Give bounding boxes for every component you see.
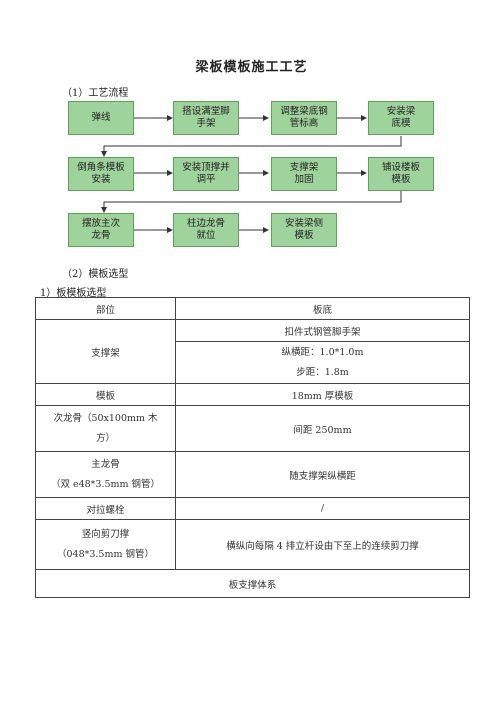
flowchart-connectors — [101, 115, 402, 233]
table-row: 部位 板底 — [35, 297, 470, 320]
connector — [101, 191, 402, 213]
header-cell: 部位 — [35, 297, 176, 320]
row-label: 竖向剪刀撑 （048*3.5mm 钢管） — [35, 519, 176, 570]
flow-step: 调整梁底钢 管标高 — [271, 101, 337, 135]
row-label: 主龙骨 （双 e48*3.5mm 钢管） — [35, 451, 176, 498]
table-row: 竖向剪刀撑 （048*3.5mm 钢管） 横纵向每隔 4 排立杆设由下至上的连续… — [35, 519, 470, 570]
page-title: 梁板模板施工工艺 — [195, 60, 308, 75]
table-cell: / — [175, 497, 470, 520]
table-cell: 扣件式钢管脚手架 — [175, 319, 470, 342]
flow-step: 搭设满堂脚 手架 — [173, 101, 239, 135]
flow-step: 支撑架 加固 — [271, 157, 337, 191]
table-cell: 间距 250mm — [175, 405, 470, 452]
row-label: 次龙骨（50x100mm 木 方） — [35, 405, 176, 452]
table-cell: 18mm 厚模板 — [175, 383, 470, 406]
flow-step: 倒角条模板 安装 — [68, 157, 134, 191]
table-row: 板支撑体系 — [35, 569, 470, 598]
flow-step: 安装顶撑并 调平 — [173, 157, 239, 191]
flow-step: 弹线 — [68, 101, 134, 135]
row-label: 支撑架 — [35, 319, 176, 384]
connector — [101, 136, 402, 157]
table-footer: 板支撑体系 — [35, 569, 470, 598]
table-row: 模板 18mm 厚模板 — [35, 383, 470, 406]
section-heading-process: （1）工艺流程 — [62, 88, 129, 99]
flow-step: 安装梁侧 模板 — [271, 213, 337, 247]
table-row: 对拉螺栓 / — [35, 497, 470, 520]
flow-step: 安装梁 底模 — [368, 101, 434, 135]
table-row: 次龙骨（50x100mm 木 方） 间距 250mm — [35, 405, 470, 452]
table-cell: 横纵向每隔 4 排立杆设由下至上的连续剪刀撑 — [175, 519, 470, 570]
formwork-spec-table: 部位 板底 支撑架 扣件式钢管脚手架 纵横距：1.0*1.0m 步距：1.8m … — [35, 297, 470, 598]
row-label: 模板 — [35, 383, 176, 406]
table-row: 主龙骨 （双 e48*3.5mm 钢管） 随支撑架纵横距 — [35, 451, 470, 498]
header-cell: 板底 — [175, 297, 470, 320]
table-cell: 纵横距：1.0*1.0m 步距：1.8m — [175, 341, 470, 384]
flow-step: 柱边龙骨 就位 — [173, 213, 239, 247]
subsection-heading-slab: 1）板模板选型 — [40, 288, 107, 299]
flow-step: 摆放主次 龙骨 — [68, 213, 134, 247]
section-heading-selection: （2）模板选型 — [62, 269, 129, 280]
row-label: 对拉螺栓 — [35, 497, 176, 520]
table-row: 支撑架 扣件式钢管脚手架 — [35, 319, 470, 384]
flow-step: 铺设楼板 模板 — [368, 157, 434, 191]
table-cell: 随支撑架纵横距 — [175, 451, 470, 498]
